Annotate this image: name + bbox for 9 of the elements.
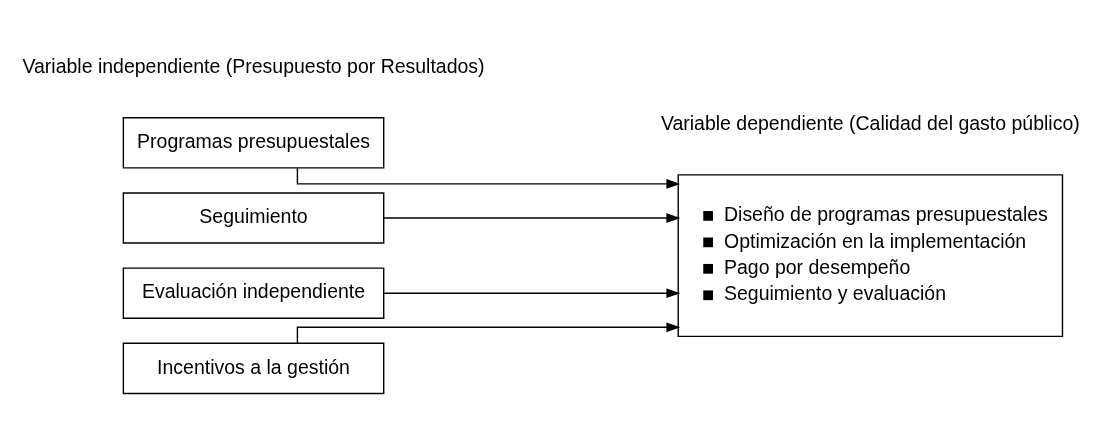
node-box: Evaluación independiente (122, 267, 385, 319)
node-box: Incentivos a la gestión (122, 342, 385, 395)
node-box: Seguimiento (122, 192, 385, 244)
arrow (383, 213, 681, 223)
node-box: Programas presupuestales (122, 117, 385, 169)
arrow (383, 288, 681, 299)
label: Variable dependiente (Calidad del gasto público) (660, 111, 1080, 134)
label: Variable independiente (Presupuesto por Resultados) (22, 54, 485, 77)
node-box: Diseño de programas presupuestales Optimización en la implementación Pago por desempeño Seguimiento y evaluación (677, 174, 1064, 338)
